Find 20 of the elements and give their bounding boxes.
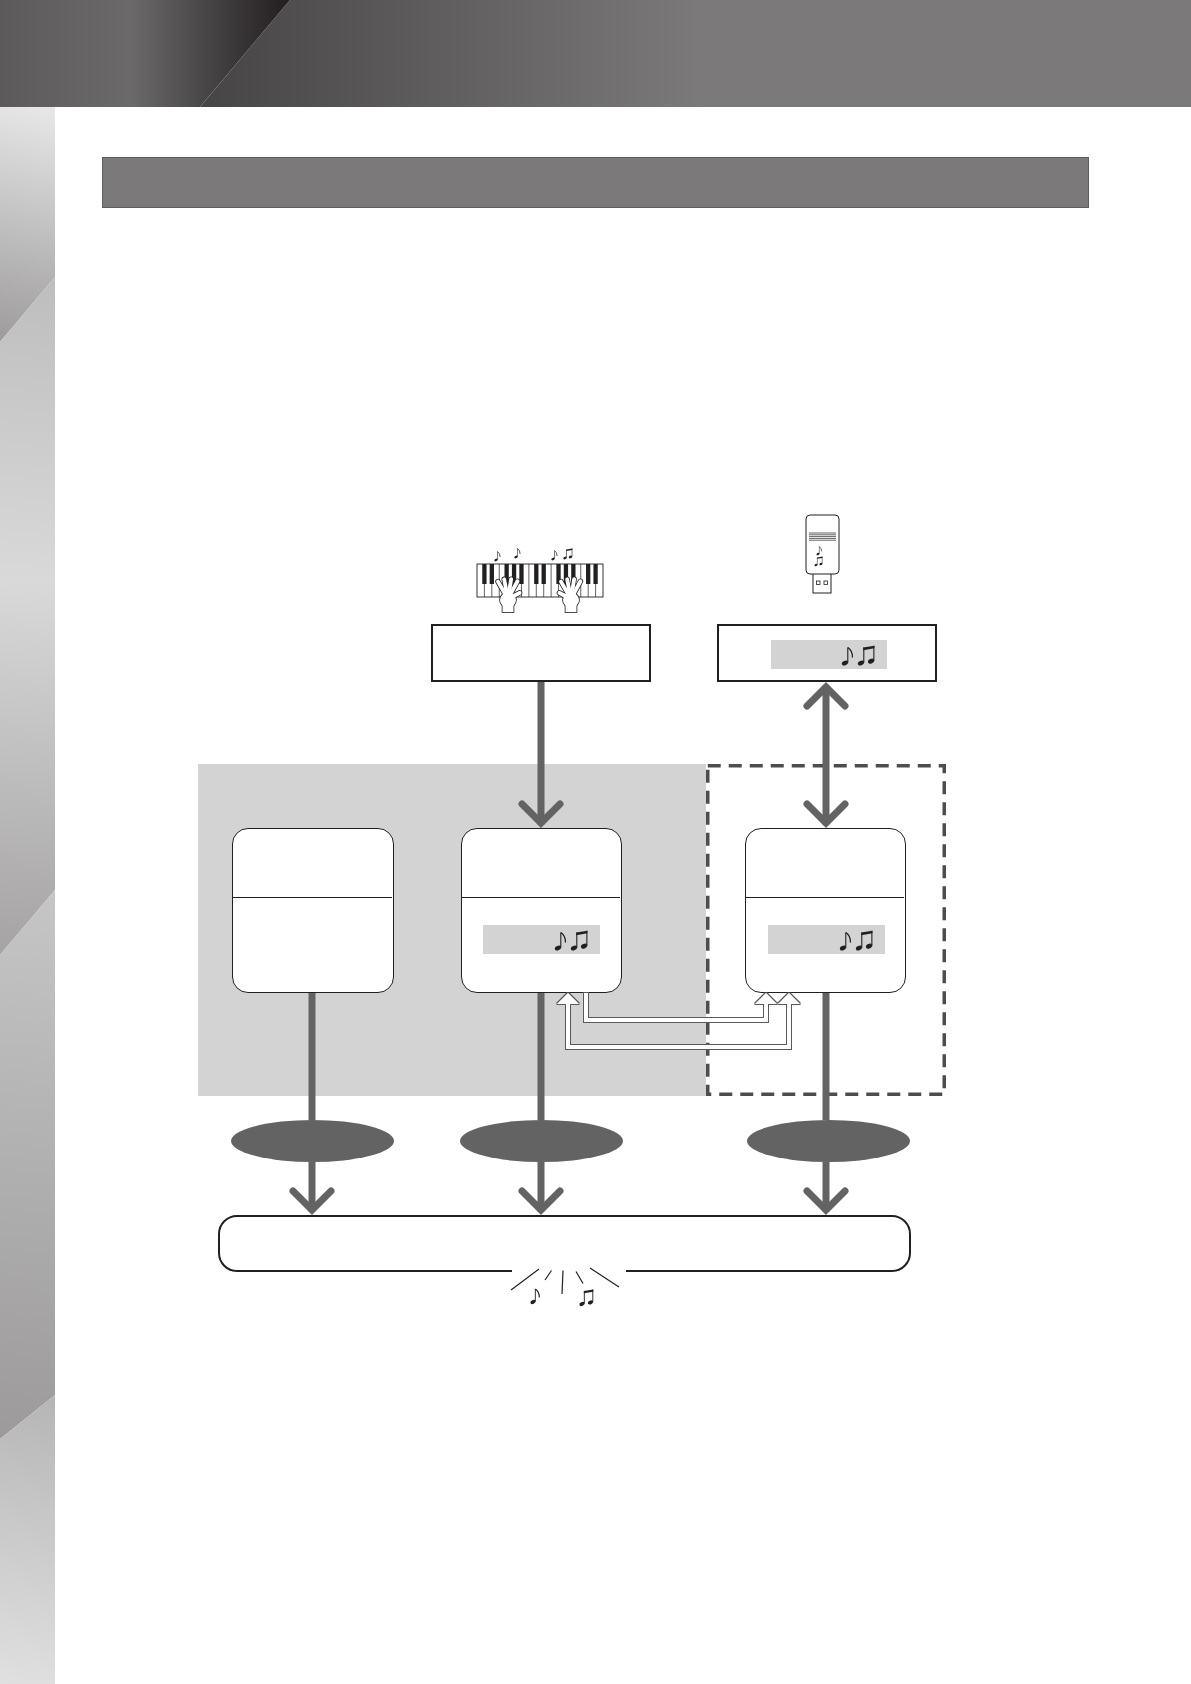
ellipse <box>460 1120 623 1162</box>
shaded-region <box>198 764 706 1096</box>
connector-line <box>537 993 545 1120</box>
ellipse <box>747 1120 910 1162</box>
arrow <box>518 1162 564 1214</box>
connector-line <box>308 993 316 1120</box>
dashed-region <box>706 764 946 1096</box>
rounded-bar <box>218 1215 911 1272</box>
arrow <box>518 682 564 827</box>
rounded-box <box>232 828 394 993</box>
double-arrow <box>803 683 849 827</box>
arrow <box>803 1162 849 1214</box>
process-box <box>717 624 937 682</box>
rounded-box <box>461 828 622 993</box>
arrow <box>289 1162 335 1214</box>
heading-bar <box>102 157 1089 208</box>
rounded-box <box>745 828 906 993</box>
process-box <box>431 624 651 682</box>
ellipse <box>231 1120 394 1162</box>
connector-line <box>822 993 830 1120</box>
